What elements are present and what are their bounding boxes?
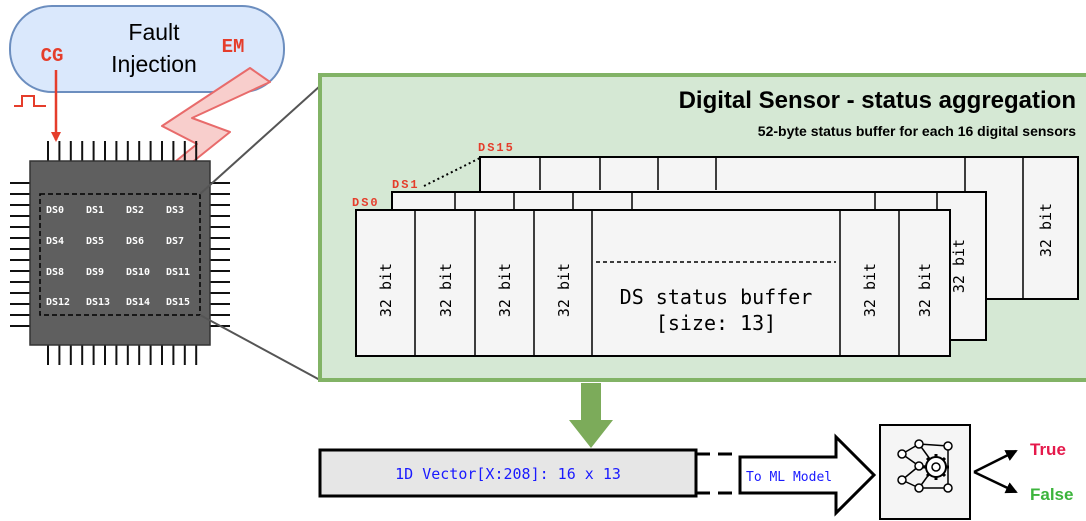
sensor-label: DS11 xyxy=(166,267,190,278)
ds15-cell-label-1: 32 bit xyxy=(1037,203,1055,257)
cell-label-6: 32 bit xyxy=(916,263,934,317)
clock-pulse-icon xyxy=(14,95,46,107)
sensor-region xyxy=(39,193,201,316)
output-true: True xyxy=(1030,440,1066,459)
sensor-label: DS15 xyxy=(166,297,190,308)
vector-label: 1D Vector[X:208]: 16 x 13 xyxy=(395,465,621,483)
sensor-label: DS13 xyxy=(86,297,110,308)
cell-label-4: 32 bit xyxy=(555,263,573,317)
cell-label-2: 32 bit xyxy=(437,263,455,317)
fault-title-line1: Fault xyxy=(128,19,180,45)
zoom-line-bottom xyxy=(199,314,321,381)
neural-network-gear-icon xyxy=(897,439,953,493)
zoom-line-top xyxy=(199,85,321,195)
vector-box xyxy=(318,448,698,498)
cell-label-5: 32 bit xyxy=(861,263,879,317)
output-false: False xyxy=(1030,485,1073,504)
panel-title: Digital Sensor - status aggregation xyxy=(679,87,1076,114)
false-arrow xyxy=(973,470,1018,494)
sensor-label: DS0 xyxy=(46,205,64,216)
cell-label-3: 32 bit xyxy=(496,263,514,317)
buffer-label-line1: DS status buffer xyxy=(620,285,813,309)
fault-title-line2: Injection xyxy=(111,51,197,77)
chip-pins xyxy=(10,141,230,365)
buffer-layer-ds0: 32 bit 32 bit 32 bit 32 bit 32 bit 32 bi… xyxy=(355,209,951,357)
layer-label-ds0: DS0 xyxy=(352,196,380,210)
sensor-label: DS12 xyxy=(46,297,70,308)
true-arrow xyxy=(973,449,1018,474)
panel-subtitle: 52-byte status buffer for each 16 digita… xyxy=(758,123,1076,139)
sensor-label: DS7 xyxy=(166,236,184,247)
flow-down-arrow xyxy=(569,383,613,448)
layer-label-ds1: DS1 xyxy=(392,178,420,192)
cell-label-1: 32 bit xyxy=(377,263,395,317)
ml-model-box xyxy=(879,424,971,520)
to-ml-model-label: To ML Model xyxy=(746,470,832,485)
sensor-label: DS1 xyxy=(86,205,104,216)
em-label: EM xyxy=(222,36,245,58)
cg-label: CG xyxy=(41,45,64,67)
sensor-label: DS3 xyxy=(166,205,184,216)
sensor-label: DS9 xyxy=(86,267,104,278)
to-ml-model-arrow xyxy=(738,433,877,517)
buffer-label-line2: [size: 13] xyxy=(656,311,776,335)
sensor-label: DS6 xyxy=(126,236,144,247)
sensor-label: DS14 xyxy=(126,297,150,308)
layer-label-ds15: DS15 xyxy=(478,141,515,155)
sensor-label: DS4 xyxy=(46,236,64,247)
sensor-label: DS10 xyxy=(126,267,150,278)
sensor-label: DS2 xyxy=(126,205,144,216)
sensor-label: DS8 xyxy=(46,267,64,278)
ds1-cell-label-1: 32 bit xyxy=(950,239,968,293)
fault-injection-bubble xyxy=(9,5,285,93)
sensor-label: DS5 xyxy=(86,236,104,247)
chip-body xyxy=(29,160,211,346)
layer-depth-dots xyxy=(423,156,483,187)
